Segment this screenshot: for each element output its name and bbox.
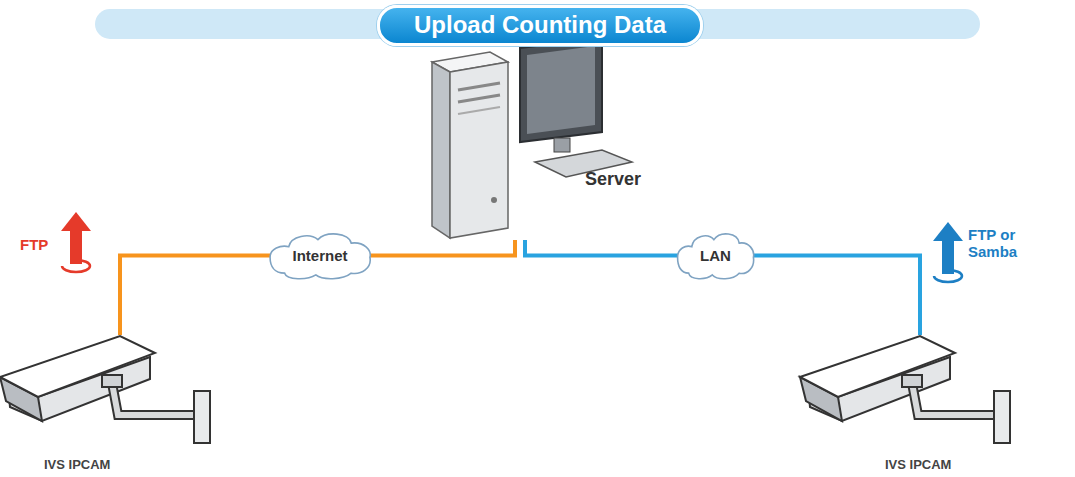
network-link	[370, 240, 515, 256]
protocol-label: FTP	[20, 236, 48, 253]
camera-right	[800, 336, 1010, 443]
internet-cloud: Internet	[268, 229, 372, 282]
node-label: IVS IPCAM	[44, 457, 110, 472]
camera-left	[0, 336, 210, 443]
network-link	[120, 256, 270, 336]
protocol-label: FTP or Samba	[968, 226, 1032, 260]
upload-arrow-blue	[933, 222, 963, 282]
upload-arrow-red	[61, 212, 91, 272]
server-icon	[432, 38, 632, 238]
node-label: Internet	[292, 247, 347, 264]
camera-node: IVS IPCAM	[800, 335, 1050, 475]
network-link	[753, 256, 920, 336]
lan-cloud: LAN	[676, 229, 755, 282]
node-label: IVS IPCAM	[885, 457, 951, 472]
title-banner: Upload Counting Data	[377, 5, 703, 46]
server-node: Server	[425, 35, 675, 240]
node-label: LAN	[700, 247, 731, 264]
camera-node: IVS IPCAM	[0, 335, 225, 475]
node-label: Server	[585, 169, 641, 190]
network-link	[525, 240, 678, 256]
